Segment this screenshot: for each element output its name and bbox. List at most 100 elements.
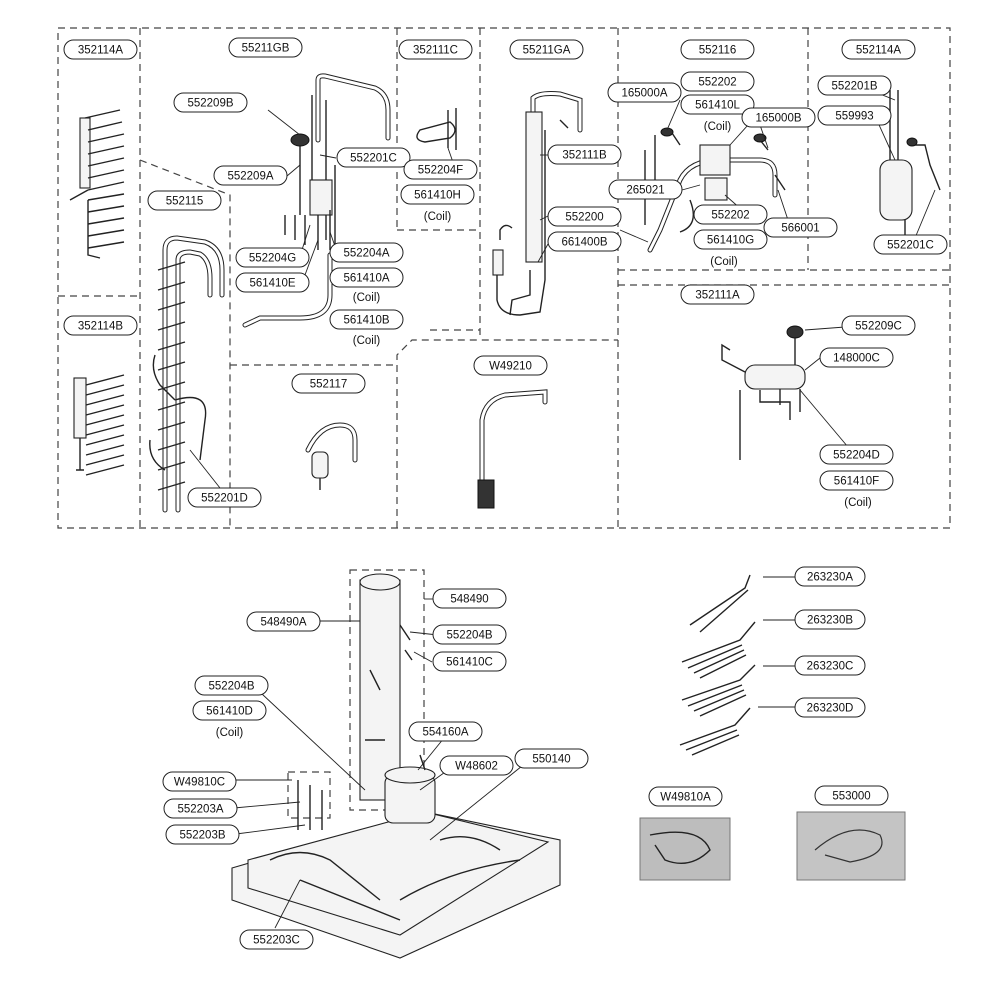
label-561410L[interactable]: 561410L (680, 94, 755, 115)
label-661400B[interactable]: 661400B (547, 231, 622, 252)
label-148000C[interactable]: 148000C (819, 347, 894, 368)
label-165000A[interactable]: 165000A (607, 82, 682, 103)
label-265021[interactable]: 265021 (608, 179, 683, 200)
label-552203C[interactable]: 552203C (239, 929, 314, 950)
label-552204F[interactable]: 552204F (403, 159, 478, 180)
label-552116[interactable]: 552116 (680, 39, 755, 60)
svg-text:561410C: 561410C (446, 657, 493, 669)
label-561410E[interactable]: 561410E (235, 272, 310, 293)
label-552202-b[interactable]: 552202 (693, 204, 768, 225)
svg-text:W49210: W49210 (489, 361, 532, 373)
label-552203B[interactable]: 552203B (165, 824, 240, 845)
svg-text:552200: 552200 (565, 212, 603, 224)
label-W49810C[interactable]: W49810C (162, 771, 237, 792)
label-552204B-left[interactable]: 552204B (194, 675, 269, 696)
note-coil-d: (Coil) (216, 727, 244, 739)
svg-text:352114A: 352114A (78, 45, 124, 57)
svg-text:263230D: 263230D (807, 703, 854, 715)
note-coil-g: (Coil) (710, 256, 738, 268)
svg-text:263230A: 263230A (807, 572, 853, 584)
label-561410D[interactable]: 561410D (192, 700, 267, 721)
label-263230C[interactable]: 263230C (794, 655, 866, 676)
label-553000[interactable]: 553000 (814, 785, 889, 806)
svg-text:265021: 265021 (626, 185, 664, 197)
svg-text:352111C: 352111C (413, 45, 458, 57)
label-263230A[interactable]: 263230A (794, 566, 866, 587)
svg-text:552202: 552202 (698, 77, 736, 89)
label-552209B[interactable]: 552209B (173, 92, 248, 113)
svg-text:W49810A: W49810A (660, 792, 711, 804)
label-552204D[interactable]: 552204D (819, 444, 894, 465)
label-552115[interactable]: 552115 (147, 190, 222, 211)
label-548490A[interactable]: 548490A (246, 611, 321, 632)
label-352114B[interactable]: 352114B (63, 315, 138, 336)
label-561410B[interactable]: 561410B (329, 309, 404, 330)
label-W48602[interactable]: W48602 (439, 755, 514, 776)
label-552114A[interactable]: 552114A (841, 39, 916, 60)
label-548490[interactable]: 548490 (432, 588, 507, 609)
label-552203A[interactable]: 552203A (163, 798, 238, 819)
svg-text:552202: 552202 (711, 210, 749, 222)
sensor-harnesses (679, 574, 756, 756)
svg-text:552201C: 552201C (350, 153, 397, 165)
label-554160A[interactable]: 554160A (408, 721, 483, 742)
pipe-assembly-55211GA (492, 91, 583, 316)
label-566001[interactable]: 566001 (763, 217, 838, 238)
label-352111C[interactable]: 352111C (398, 39, 473, 60)
label-W49210[interactable]: W49210 (473, 355, 548, 376)
svg-text:552204A: 552204A (343, 248, 389, 260)
label-561410C[interactable]: 561410C (432, 651, 507, 672)
svg-text:352114B: 352114B (78, 321, 124, 333)
svg-text:W48602: W48602 (455, 761, 498, 773)
label-552204G[interactable]: 552204G (235, 247, 310, 268)
label-561410G[interactable]: 561410G (693, 229, 768, 250)
svg-text:561410B: 561410B (343, 315, 389, 327)
label-552201C-a[interactable]: 552201C (336, 147, 411, 168)
label-552200[interactable]: 552200 (547, 206, 622, 227)
label-W49810A[interactable]: W49810A (648, 786, 723, 807)
svg-text:552209C: 552209C (855, 321, 902, 333)
label-55211GA[interactable]: 55211GA (509, 39, 584, 60)
svg-text:561410A: 561410A (343, 273, 389, 285)
label-352114A-top[interactable]: 352114A (63, 39, 138, 60)
label-552117[interactable]: 552117 (291, 373, 366, 394)
svg-text:661400B: 661400B (561, 237, 607, 249)
svg-text:263230B: 263230B (807, 615, 853, 627)
svg-text:552204F: 552204F (418, 165, 463, 177)
label-552201D[interactable]: 552201D (187, 487, 262, 508)
label-552204A[interactable]: 552204A (329, 242, 404, 263)
label-552202-a[interactable]: 552202 (680, 71, 755, 92)
svg-text:561410E: 561410E (249, 278, 295, 290)
label-352111B[interactable]: 352111B (547, 144, 622, 165)
label-561410A[interactable]: 561410A (329, 267, 404, 288)
label-559993[interactable]: 559993 (817, 105, 892, 126)
label-55211GB[interactable]: 55211GB (228, 37, 303, 58)
label-552209A[interactable]: 552209A (213, 165, 288, 186)
label-552201B[interactable]: 552201B (817, 75, 892, 96)
svg-text:552201B: 552201B (831, 81, 877, 93)
svg-text:553000: 553000 (832, 791, 870, 803)
label-550140[interactable]: 550140 (514, 748, 589, 769)
label-552201C-b[interactable]: 552201C (873, 234, 948, 255)
svg-text:55211GA: 55211GA (523, 45, 571, 57)
label-552209C[interactable]: 552209C (841, 315, 916, 336)
part-labels: 352114A 55211GB 352111C 55211GA 552116 5… (63, 37, 948, 950)
part-552117 (305, 422, 358, 490)
label-561410H[interactable]: 561410H (400, 184, 475, 205)
svg-text:552203B: 552203B (179, 830, 225, 842)
svg-text:552204B: 552204B (208, 681, 254, 693)
svg-text:548490A: 548490A (260, 617, 306, 629)
svg-text:552116: 552116 (699, 45, 737, 57)
label-552204B-right[interactable]: 552204B (432, 624, 507, 645)
part-W49210 (477, 389, 548, 509)
reversing-valve-352111A (721, 325, 806, 460)
label-263230B[interactable]: 263230B (794, 609, 866, 630)
svg-text:165000A: 165000A (621, 88, 667, 100)
svg-text:561410F: 561410F (834, 476, 879, 488)
photo-W49810A (639, 817, 731, 881)
label-263230D[interactable]: 263230D (794, 697, 866, 718)
label-165000B[interactable]: 165000B (741, 107, 816, 128)
label-561410F[interactable]: 561410F (819, 470, 894, 491)
pipe-assembly-552115 (149, 235, 225, 513)
label-352111A[interactable]: 352111A (680, 284, 755, 305)
